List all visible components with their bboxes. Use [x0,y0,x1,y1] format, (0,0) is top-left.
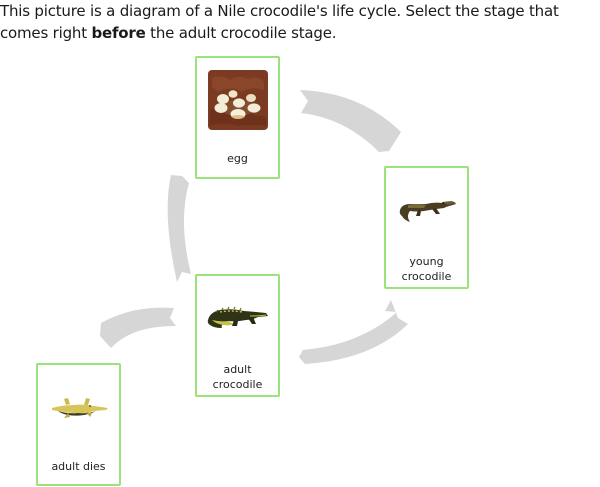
stage-card-adult-crocodile[interactable]: adult crocodile [195,274,280,397]
adult-crocodile-icon [207,306,268,328]
young-crocodile-icon [399,201,456,222]
dead-crocodile-icon [51,398,108,418]
egg-picture [197,70,278,130]
stage-card-young-crocodile[interactable]: young crocodile [384,166,469,289]
question-line-1: This picture is a diagram of a Nile croc… [0,2,559,20]
question-emphasis: before [91,24,146,42]
stage-label-adult-line-2: crocodile [212,378,263,391]
stage-label-adult-line-1: adult [223,363,252,376]
arrow-adult-to-egg [167,175,191,282]
arrow-young-to-adult [299,300,408,364]
arrow-egg-to-young [300,90,401,152]
question-text-pre: comes right [0,24,92,42]
young-crocodile-picture [386,196,467,228]
stage-card-adult-dies[interactable]: adult dies [36,363,121,486]
stage-label-egg-line-1: egg [227,152,248,165]
question-prompt: This picture is a diagram of a Nile croc… [0,0,600,44]
adult-crocodile-picture [197,304,278,332]
adult-dies-picture [38,395,119,419]
stage-label-young-line-1: young [409,255,444,268]
stage-label-adult-dies: adult dies [38,459,119,474]
question-line-2: comes right before the adult crocodile s… [0,22,600,44]
stage-label-adult-crocodile: adult crocodile [197,362,278,392]
question-text-post: the adult crocodile stage. [145,24,337,42]
stage-label-dies-line-1: adult dies [51,460,106,473]
stage-label-egg: egg [197,151,278,166]
arrow-adult-to-dies [100,307,176,348]
stage-label-young-crocodile: young crocodile [386,254,467,284]
stage-label-young-line-2: crocodile [401,270,452,283]
stage-card-egg[interactable]: egg [195,56,280,179]
crocodile-eggs-icon [207,70,268,130]
